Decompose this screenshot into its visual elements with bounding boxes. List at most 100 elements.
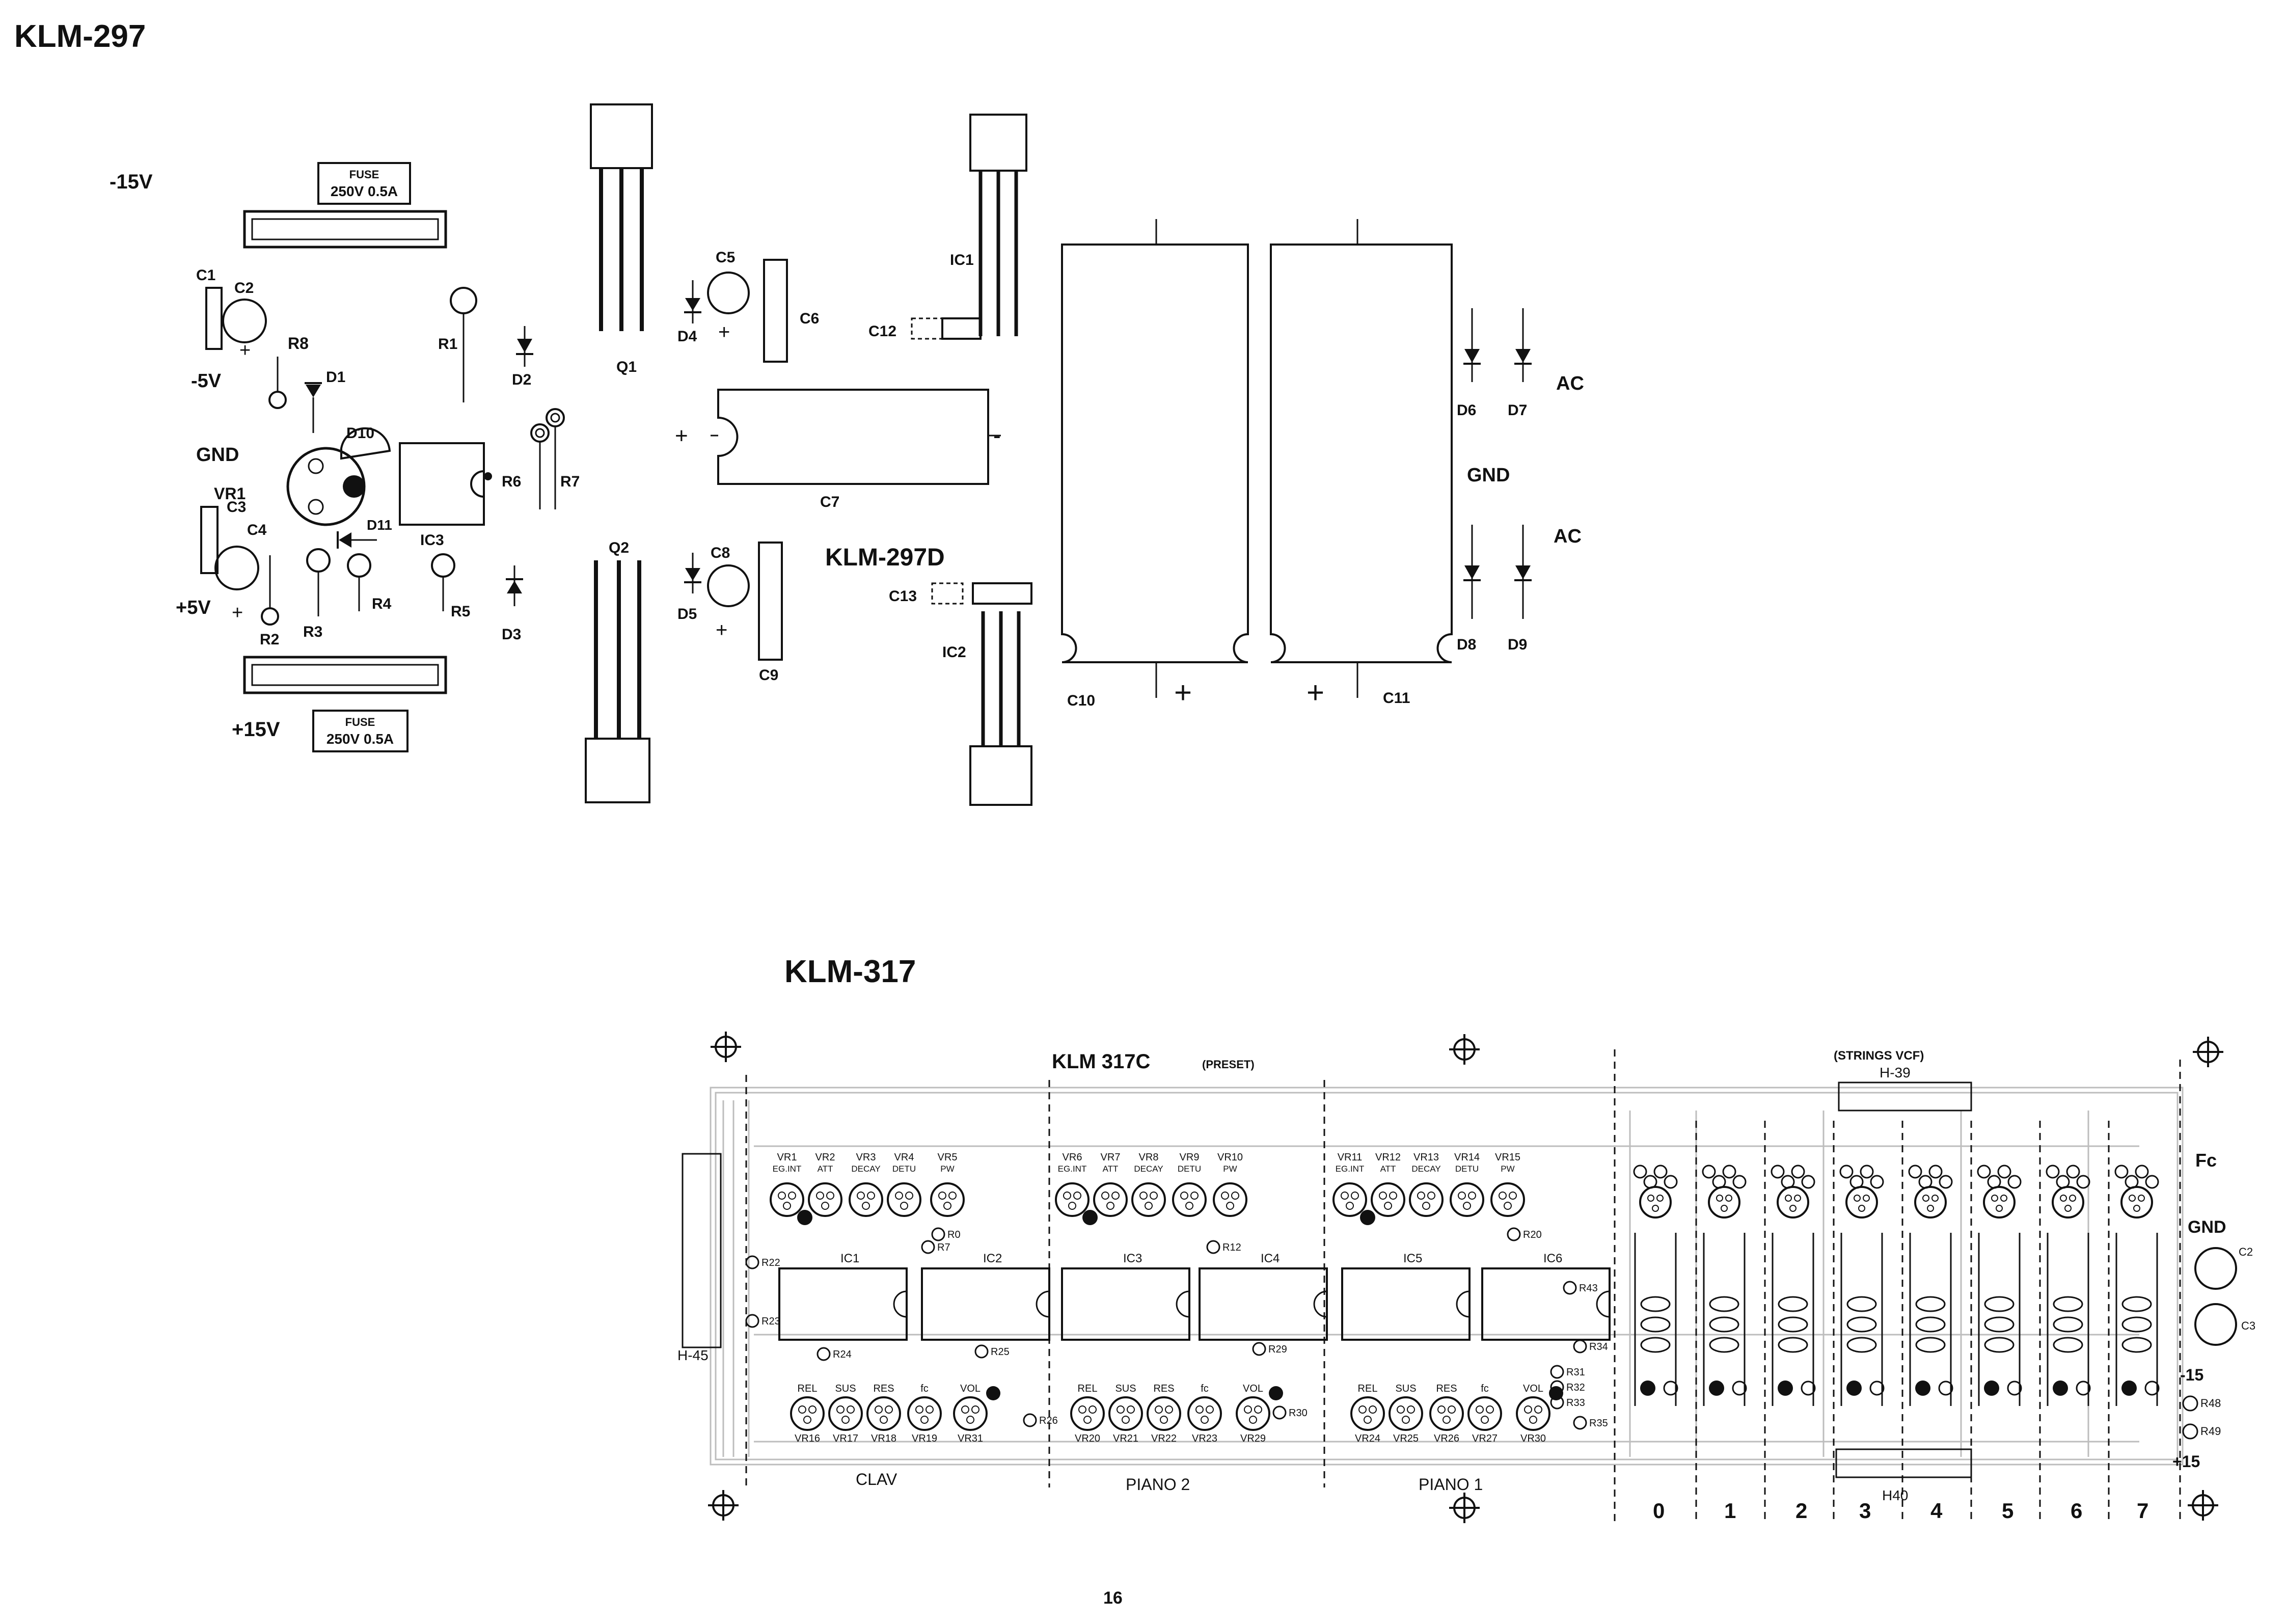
- title-klm317: KLM-317: [784, 954, 916, 989]
- svg-text:R4: R4: [372, 596, 392, 612]
- capacitor-c4: [214, 546, 259, 590]
- title-klm297: KLM-297: [14, 19, 146, 54]
- svg-text:C3: C3: [2241, 1319, 2255, 1332]
- pot-function: ATT: [1380, 1164, 1396, 1174]
- fuse-bottom: FUSE 250V 0.5A: [312, 710, 409, 752]
- capacitor-c5: [707, 272, 750, 314]
- pot-function: RES: [1436, 1383, 1457, 1394]
- connector-h39: [1838, 1081, 1972, 1112]
- capacitor-c6: [763, 259, 788, 363]
- pot-name: VR19: [912, 1433, 937, 1444]
- pin-minus5v: -5V: [191, 370, 222, 392]
- vcf-channel-number: 5: [2002, 1499, 2013, 1523]
- pot-function: RES: [1153, 1383, 1174, 1394]
- pin-plus15v: +15V: [232, 718, 280, 741]
- vcf-channel-2: [1771, 1165, 1816, 1406]
- pot-function: DETU: [1178, 1164, 1201, 1174]
- svg-text:C10: C10: [1067, 692, 1095, 709]
- label-minus15: -15: [2180, 1366, 2203, 1384]
- vcf-channel-0: [1633, 1165, 1678, 1406]
- svg-text:250V 0.5A: 250V 0.5A: [331, 183, 398, 199]
- capacitor-c2-317: [2194, 1247, 2237, 1290]
- pot-name: VR18: [871, 1433, 896, 1444]
- pot-name: VR3: [856, 1152, 876, 1163]
- ic-label: IC4: [1261, 1252, 1280, 1265]
- pot-function: VOL: [960, 1383, 981, 1394]
- pot-function: EG.INT: [773, 1164, 802, 1174]
- ic-ic2: IC2: [921, 1252, 1050, 1341]
- svg-text:+: +: [232, 602, 243, 624]
- resistor-label: R25: [991, 1346, 1010, 1358]
- resistor-r33: R33: [1550, 1395, 1585, 1410]
- pot-name: VR25: [1393, 1433, 1419, 1444]
- pot-name: VR13: [1413, 1152, 1439, 1163]
- label-fc: Fc: [2195, 1150, 2217, 1171]
- pin-ac-bottom: AC: [1554, 526, 1582, 547]
- ic-ic4: IC4: [1199, 1252, 1328, 1341]
- svg-text:C11: C11: [1383, 690, 1410, 707]
- resistor-label: R20: [1523, 1229, 1542, 1240]
- capacitor-c8: [707, 564, 750, 607]
- resistor-r43: R43: [1563, 1281, 1598, 1295]
- pot-function: DECAY: [851, 1164, 880, 1174]
- pin-gnd-right: GND: [1467, 465, 1510, 486]
- pot-name: VR8: [1139, 1152, 1159, 1163]
- resistor-label: R34: [1589, 1341, 1608, 1352]
- capacitor-c9: [758, 542, 783, 661]
- pin-minus15v: -15V: [110, 171, 153, 193]
- svg-text:+: +: [675, 423, 688, 448]
- pot-name: VR1: [777, 1152, 797, 1163]
- pot-vr25: SUS VR25: [1389, 1383, 1423, 1444]
- vcf-channel-number: 2: [1795, 1499, 1807, 1523]
- resistor-r24: R24: [817, 1347, 852, 1361]
- svg-text:D10: D10: [346, 425, 374, 442]
- svg-text:D7: D7: [1508, 402, 1527, 419]
- capacitor-c2: [222, 299, 267, 343]
- svg-text:D8: D8: [1457, 636, 1476, 653]
- svg-text:R5: R5: [451, 603, 470, 620]
- led-d10: [340, 427, 391, 460]
- label-gnd: GND: [2188, 1217, 2226, 1237]
- resistor-label: R23: [761, 1316, 780, 1327]
- pot-name: VR24: [1355, 1433, 1380, 1444]
- svg-text:D9: D9: [1508, 636, 1527, 653]
- svg-text:+: +: [1307, 675, 1324, 710]
- ic3-regulator: [399, 442, 485, 526]
- resistor-r29: R29: [1252, 1342, 1287, 1356]
- pot-name: VR9: [1180, 1152, 1200, 1163]
- svg-text:R1: R1: [438, 336, 457, 353]
- capacitor-c1: [205, 287, 223, 350]
- pot-function: DECAY: [1411, 1164, 1440, 1174]
- vcf-channel-5: [1977, 1165, 2022, 1406]
- vcf-channel-6: [2046, 1165, 2091, 1406]
- pot-function: RES: [873, 1383, 894, 1394]
- label-plus15: +15: [2172, 1452, 2200, 1471]
- pot-name: VR11: [1338, 1152, 1363, 1163]
- svg-text:+: +: [716, 619, 727, 641]
- resistor-label: R7: [937, 1242, 950, 1253]
- preset-label: KLM 317C: [1052, 1050, 1150, 1073]
- ic2-regulator: [969, 745, 1032, 806]
- svg-text:C1: C1: [196, 267, 215, 284]
- pot-function: SUS: [1395, 1383, 1416, 1394]
- board-variant-label: KLM-297D: [825, 544, 945, 571]
- svg-text:D3: D3: [502, 626, 521, 643]
- resistor-label: R26: [1039, 1415, 1058, 1426]
- ic1-regulator: [969, 114, 1027, 172]
- pot-function: EG.INT: [1336, 1164, 1365, 1174]
- svg-text:Q1: Q1: [616, 359, 637, 375]
- section-clav: CLAV: [856, 1470, 897, 1488]
- resistor-r12: R12: [1206, 1240, 1241, 1254]
